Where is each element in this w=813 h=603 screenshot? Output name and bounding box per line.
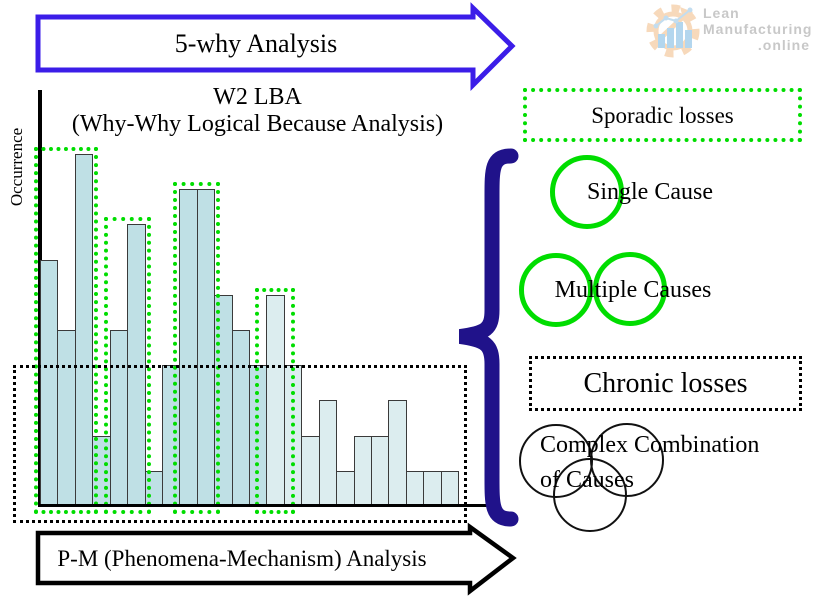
five-why-arrow-shape [35,2,516,92]
x-axis-line [38,504,490,507]
sporadic-group-outline [34,147,99,514]
complex-combination-line2: of Causes [540,467,634,493]
multiple-causes-circle-icon [519,253,593,327]
single-cause-circle-icon [550,155,624,229]
logo-text-manufacturing: Manufacturing [703,21,813,37]
sporadic-group-outline [173,182,221,514]
multiple-causes-label: Multiple Causes [554,277,712,303]
logo-text-online: .online [757,37,810,53]
chart-title-line1: W2 LBA [213,84,302,110]
chronic-losses-box: Chronic losses [529,356,802,411]
gear-chart-icon [646,4,700,58]
logo-text-lean: Lean [703,5,740,21]
curly-brace-icon [458,148,519,527]
chronic-region-outline [13,365,467,523]
sporadic-group-outline [255,287,295,514]
pm-analysis-arrow-label: P-M (Phenomena-Mechanism) Analysis [57,546,427,571]
complex-causes-circle-icon [553,458,627,532]
complex-combination-label: Complex Combination of Causes [540,428,813,498]
single-cause-label: Single Cause [587,179,713,205]
pm-analysis-arrow-shape [35,522,517,596]
sporadic-losses-box: Sporadic losses [523,88,802,142]
chart-title-line2: (Why-Why Logical Because Analysis) [71,111,444,137]
chart-title: W2 LBA (Why-Why Logical Because Analysis… [55,84,460,138]
five-why-arrow-label: 5-why Analysis [174,29,338,58]
complex-combination-line1: Complex Combination [540,432,760,458]
multiple-causes-circle-icon [593,252,667,326]
